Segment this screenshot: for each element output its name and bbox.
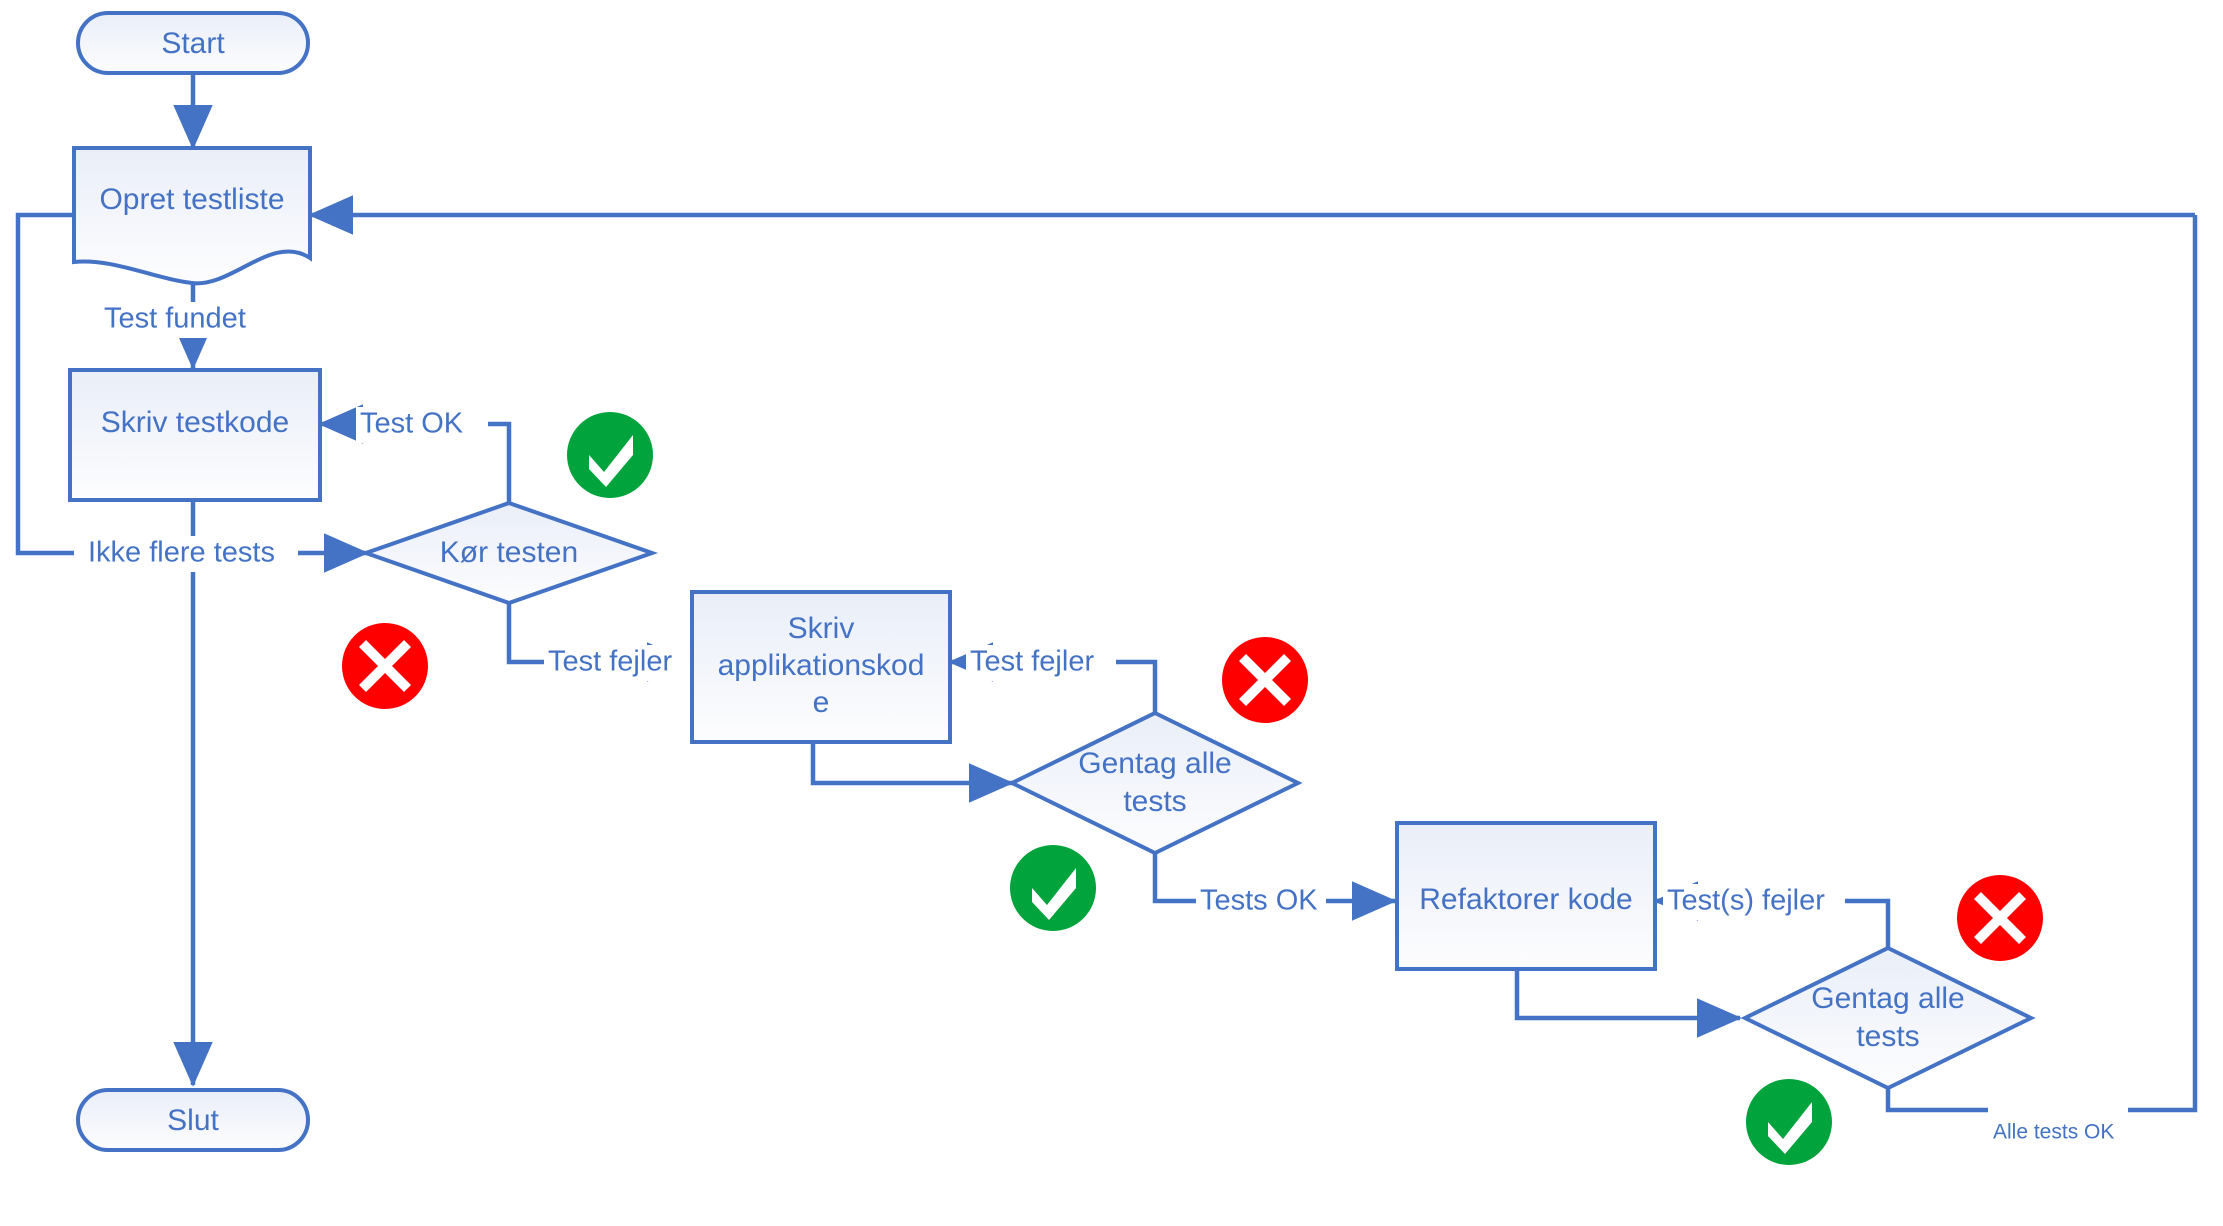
- kor-testen-label: Kør testen: [440, 536, 578, 569]
- node-refaktorer-kode[interactable]: Refaktorer kode: [1395, 821, 1657, 971]
- opret-testliste-label: Opret testliste: [99, 183, 284, 216]
- gentag-alle-tests-2-shape: [1740, 945, 2036, 1091]
- edge-label-tests-ok: Tests OK: [1200, 885, 1318, 917]
- start-label: Start: [161, 27, 225, 60]
- label-bg: [966, 645, 1116, 681]
- skriv-testkode-label: Skriv testkode: [101, 406, 289, 439]
- kor-testen-shape: [359, 500, 659, 606]
- edge-label-ikke-flere-tests: Ikke flere tests: [88, 537, 275, 569]
- slut-shape: [76, 1088, 310, 1152]
- cross-icon: [1222, 637, 1308, 723]
- start-shape: [76, 11, 310, 75]
- label-bg: [96, 302, 291, 338]
- edge-refaktor-to-gentag2: [1514, 970, 1742, 1038]
- label-bg: [544, 645, 690, 681]
- edge-label-test-fundet: Test fundet: [104, 303, 246, 335]
- node-gentag-alle-tests-1[interactable]: Gentag alle tests: [1007, 710, 1303, 856]
- check-icon: [567, 412, 653, 498]
- refaktorer-kode-shape: [1395, 821, 1657, 971]
- edge-label-alle-tests-ok: Alle tests OK: [1993, 1121, 2114, 1144]
- node-slut[interactable]: Slut: [76, 1088, 310, 1152]
- node-opret-testliste[interactable]: Opret testliste: [72, 146, 312, 286]
- edge-left-spine: [15, 212, 74, 556]
- label-bg: [1663, 884, 1845, 920]
- opret-testliste-shape: [72, 146, 312, 286]
- skriv-testkode-shape: [68, 368, 322, 502]
- gentag-alle-tests-1-label-line2: tests: [1123, 785, 1186, 818]
- refaktorer-kode-label: Refaktorer kode: [1419, 883, 1632, 916]
- check-icon: [1010, 845, 1096, 931]
- gentag-alle-tests-1-label-line1: Gentag alle: [1078, 747, 1231, 780]
- label-bg: [1988, 1096, 2128, 1124]
- node-kor-testen[interactable]: Kør testen: [359, 500, 659, 606]
- slut-label: Slut: [167, 1104, 219, 1137]
- skriv-applikationskode-label-line1: Skriv: [788, 612, 855, 645]
- cross-icon: [342, 623, 428, 709]
- node-skriv-testkode[interactable]: Skriv testkode: [68, 368, 322, 502]
- gentag-alle-tests-2-label-line1: Gentag alle: [1811, 982, 1964, 1015]
- skriv-applikationskode-label-line3: e: [813, 686, 830, 719]
- skriv-applikationskode-shape: [690, 590, 952, 744]
- edge-label-tests-fejler-3: Test(s) fejler: [1667, 885, 1825, 917]
- gentag-alle-tests-2-label-line2: tests: [1856, 1020, 1919, 1053]
- node-gentag-alle-tests-2[interactable]: Gentag alle tests: [1740, 945, 2036, 1091]
- skriv-applikationskode-label-line2: applikationskod: [718, 649, 925, 682]
- label-bg: [356, 407, 488, 443]
- node-skriv-applikationskode[interactable]: Skriv applikationskod e: [690, 590, 952, 744]
- gentag-alle-tests-1-shape: [1007, 710, 1303, 856]
- node-start[interactable]: Start: [76, 11, 310, 75]
- check-icon: [1746, 1079, 1832, 1165]
- label-bg: [84, 536, 298, 572]
- edge-label-test-ok: Test OK: [360, 408, 464, 440]
- label-bg: [1196, 884, 1326, 920]
- cross-icon: [1957, 875, 2043, 961]
- edge-label-test-fejler-2: Test fejler: [970, 646, 1094, 678]
- edge-skrivapp-to-gentag1: [810, 742, 1014, 803]
- edge-label-test-fejler-1: Test fejler: [548, 646, 672, 678]
